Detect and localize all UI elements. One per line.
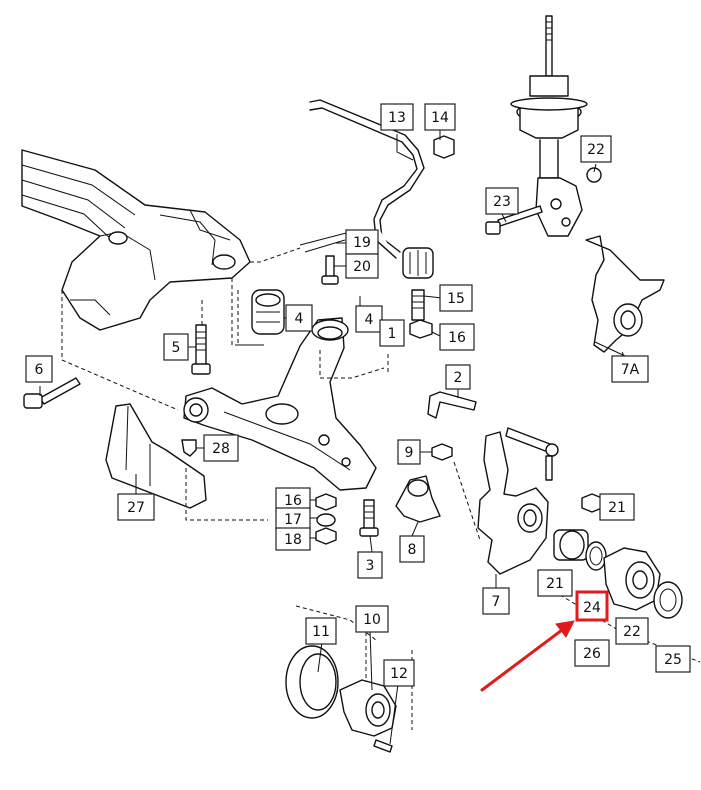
label-11: 11	[305, 617, 337, 645]
svg-text:10: 10	[363, 612, 381, 628]
svg-text:7: 7	[492, 594, 501, 610]
svg-text:8: 8	[408, 542, 417, 558]
svg-text:28: 28	[212, 441, 230, 457]
label-18: 18	[275, 527, 311, 551]
label-24: 24	[575, 590, 609, 622]
label-23: 23	[485, 187, 519, 215]
svg-text:5: 5	[172, 340, 181, 356]
label-22-top: 22	[580, 135, 612, 163]
control-arm-drawing	[183, 317, 389, 491]
svg-text:2: 2	[454, 370, 463, 386]
svg-text:17: 17	[284, 512, 302, 528]
mount-4-drawing	[237, 289, 285, 346]
svg-text:21: 21	[546, 576, 564, 592]
strut-assembly-drawing	[485, 15, 602, 237]
svg-text:1: 1	[388, 326, 397, 342]
knuckle-7-drawing	[453, 427, 559, 575]
svg-text:16: 16	[284, 493, 302, 509]
label-17: 17	[275, 507, 311, 531]
label-7a: 7A	[611, 355, 649, 383]
label-7: 7	[482, 587, 510, 615]
svg-text:27: 27	[127, 500, 145, 516]
svg-text:18: 18	[284, 532, 302, 548]
bolts-drawing	[23, 324, 379, 537]
svg-text:13: 13	[388, 110, 406, 126]
bracket-27-drawing	[105, 403, 268, 521]
label-16-top: 16	[439, 323, 475, 351]
svg-text:23: 23	[493, 194, 511, 210]
svg-text:25: 25	[664, 652, 682, 668]
svg-text:22: 22	[587, 142, 605, 158]
label-20: 20	[345, 253, 379, 279]
label-5: 5	[163, 333, 189, 361]
label-28: 28	[203, 434, 239, 462]
label-10: 10	[355, 605, 389, 633]
subframe-drawing	[21, 149, 264, 411]
label-1: 1	[379, 319, 405, 347]
svg-text:16: 16	[448, 330, 466, 346]
label-4-right: 4	[355, 305, 383, 333]
hub-assembly-drawing	[541, 529, 701, 663]
label-25: 25	[655, 645, 691, 673]
svg-text:4: 4	[365, 312, 374, 328]
svg-text:19: 19	[353, 235, 371, 251]
svg-text:7A: 7A	[621, 362, 640, 378]
svg-text:4: 4	[295, 311, 304, 327]
label-6: 6	[25, 355, 53, 383]
svg-text:6: 6	[35, 362, 44, 378]
label-26: 26	[574, 639, 610, 667]
label-13: 13	[380, 103, 414, 131]
label-4-left: 4	[285, 304, 313, 332]
svg-text:9: 9	[405, 445, 414, 461]
label-19: 19	[345, 229, 379, 255]
label-12: 12	[383, 659, 415, 687]
svg-text:26: 26	[583, 646, 601, 662]
label-21-right: 21	[599, 493, 635, 521]
svg-text:11: 11	[312, 624, 330, 640]
part-labels: 13 14 22 23 19 20 15 4 4 1 16 5 7A 6 2 9…	[25, 103, 691, 687]
label-3: 3	[357, 551, 383, 579]
svg-text:24: 24	[583, 600, 601, 616]
bearing-housing-7a-drawing	[585, 235, 665, 357]
fasteners-drawing	[315, 135, 603, 545]
label-2: 2	[445, 364, 471, 390]
svg-text:20: 20	[353, 259, 371, 275]
svg-text:3: 3	[366, 558, 375, 574]
label-21-left: 21	[537, 569, 573, 597]
label-8: 8	[399, 535, 425, 563]
label-22-bottom: 22	[615, 617, 649, 645]
label-15: 15	[439, 284, 473, 312]
svg-text:12: 12	[390, 666, 408, 682]
label-27: 27	[117, 493, 155, 521]
svg-text:15: 15	[447, 291, 465, 307]
svg-text:22: 22	[623, 624, 641, 640]
highlight-arrow	[480, 620, 575, 692]
label-14: 14	[424, 103, 456, 131]
svg-text:14: 14	[431, 110, 449, 126]
label-9: 9	[397, 439, 421, 465]
lower-hub-drawing	[285, 605, 413, 753]
svg-text:21: 21	[608, 500, 626, 516]
